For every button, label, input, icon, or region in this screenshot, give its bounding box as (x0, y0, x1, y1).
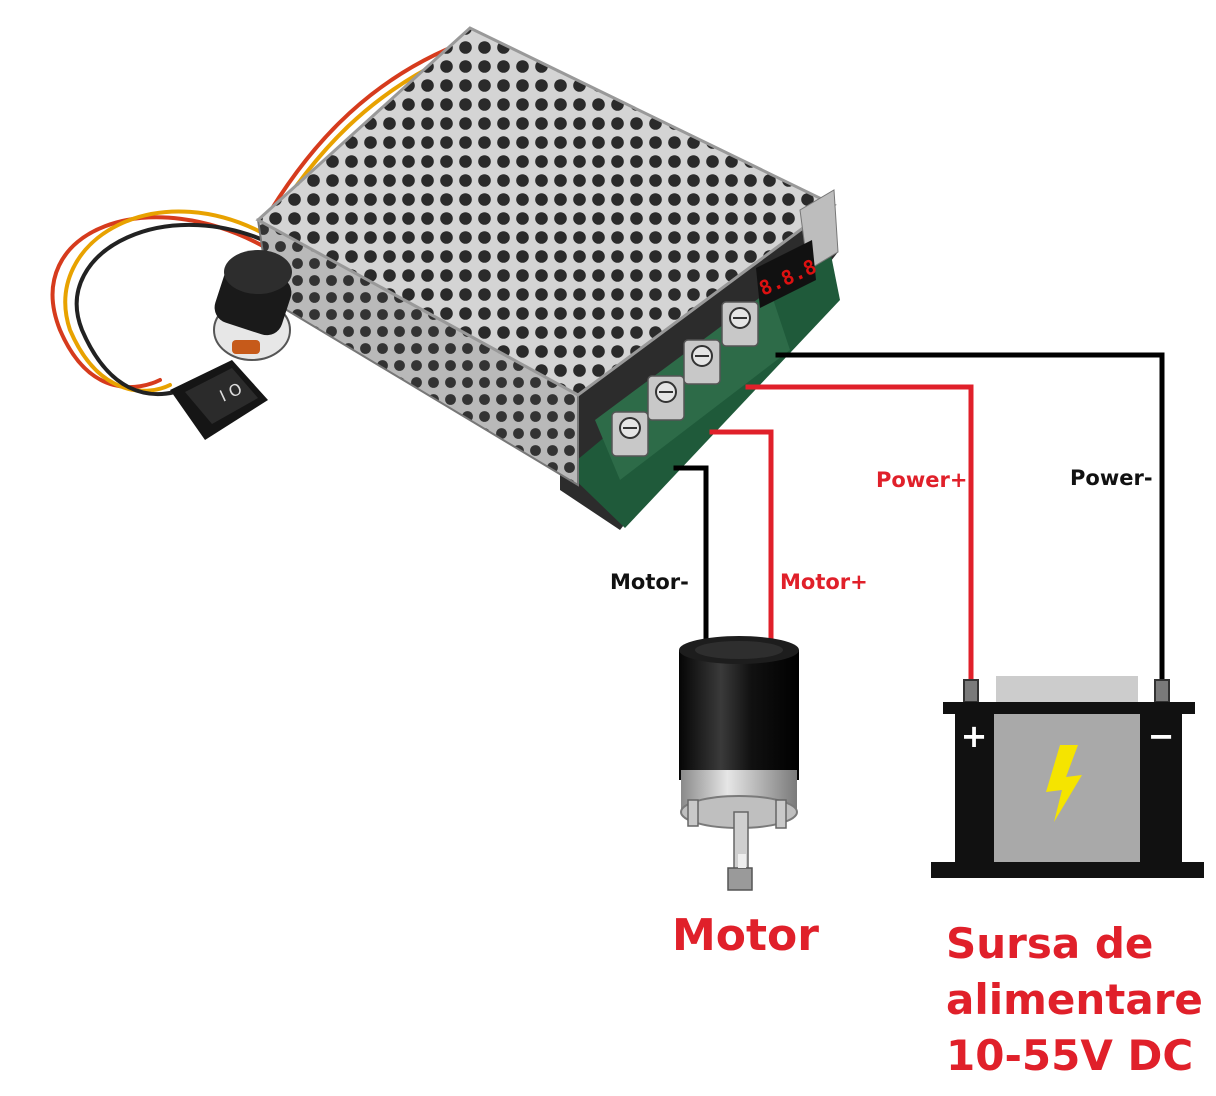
supply-caption: Sursa de alimentare 10-55V DC (946, 916, 1203, 1084)
battery-plus-sign: + (960, 717, 988, 755)
supply-caption-line1: Sursa de (946, 919, 1154, 968)
battery-icon (931, 676, 1204, 878)
motor-caption: Motor (672, 910, 819, 961)
speed-knob (213, 250, 292, 361)
power-minus-wire (775, 352, 1165, 683)
supply-caption-line3: 10-55V DC (946, 1031, 1194, 1080)
motor-minus-label: Motor- (610, 570, 689, 594)
wires (673, 352, 1165, 683)
motor-plus-wire (709, 429, 774, 643)
power-plus-wire (745, 384, 974, 683)
on-off-switch: I O (170, 360, 268, 440)
power-plus-label: Power+ (876, 468, 968, 492)
motor-plus-label: Motor+ (780, 570, 868, 594)
motor-minus-wire (673, 465, 709, 643)
lightning-bolt-icon (1046, 745, 1082, 822)
power-minus-label: Power- (1070, 466, 1153, 490)
battery-minus-sign: − (1147, 717, 1175, 755)
dc-motor-illustration (679, 636, 799, 891)
pwm-motor-controller-illustration: 8.8.8 I O (50, 26, 840, 530)
supply-caption-line2: alimentare (946, 975, 1203, 1024)
terminal-block (595, 290, 790, 480)
